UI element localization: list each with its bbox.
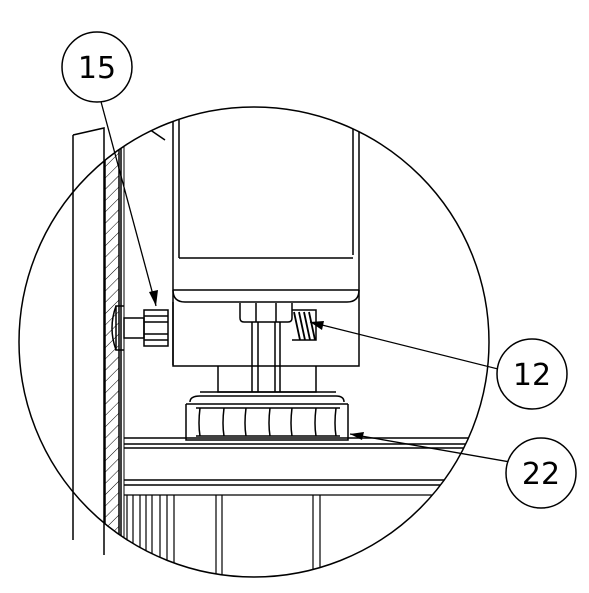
- callout-12: 12: [496, 338, 568, 410]
- callout-bubble: [61, 31, 133, 103]
- callout-15: 15: [61, 31, 133, 103]
- hand-knob: [185, 366, 349, 441]
- lower-slats: [124, 494, 489, 577]
- side-panel: [72, 127, 105, 555]
- detail-view: [104, 107, 489, 577]
- leader-lines: [99, 97, 511, 463]
- callout-12-label: 12: [513, 358, 551, 393]
- callout-22: 22: [505, 437, 577, 509]
- base-rails: [124, 437, 489, 486]
- callout-15-label: 15: [78, 51, 116, 86]
- callout-bubble: [496, 338, 568, 410]
- callout-bubble: [505, 437, 577, 509]
- leader-arrows: [149, 290, 364, 440]
- detail-circle: [18, 106, 490, 578]
- upper-block: [172, 107, 360, 367]
- leveling-stem: [239, 303, 317, 392]
- side-bolt: [111, 305, 169, 351]
- callout-22-label: 22: [522, 457, 560, 492]
